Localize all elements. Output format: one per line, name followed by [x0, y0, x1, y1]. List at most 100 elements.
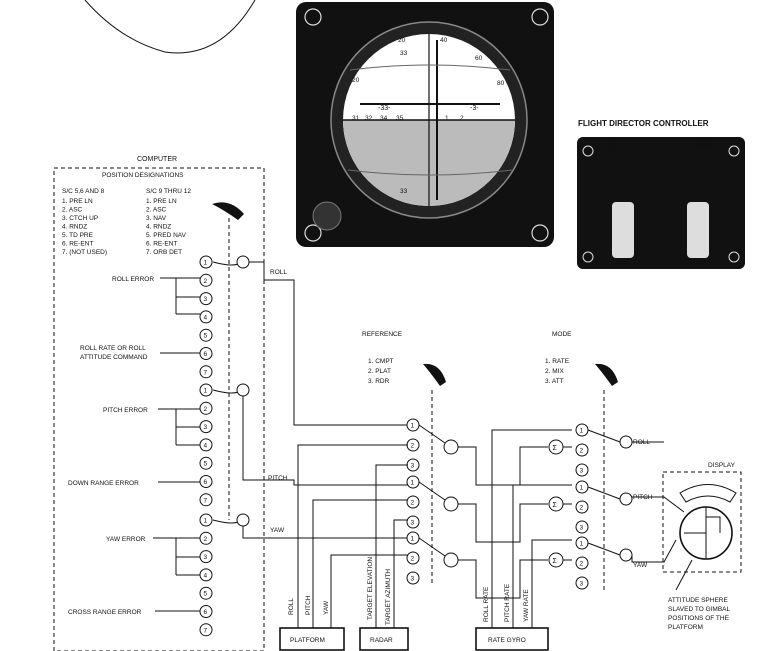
ball-mark: 33	[400, 50, 408, 57]
reference-contact-number: 3	[411, 576, 415, 583]
mode-knob-icon	[595, 363, 618, 386]
pitch-line-label: PITCH	[268, 475, 288, 482]
position-contact	[199, 383, 213, 397]
mode-item: 2. MIX	[545, 368, 564, 375]
pitch-mode-common	[619, 492, 633, 506]
mode-contact-number: 3	[580, 525, 584, 532]
screw-icon	[531, 8, 549, 26]
reference-item: 1. CMPT	[368, 358, 394, 365]
designation-item: 4. RNDZ	[62, 224, 87, 231]
ball-mark: 1	[445, 115, 449, 122]
display-note: PLATFORM	[668, 624, 703, 631]
display-note: SLAVED TO GIMBAL	[668, 606, 731, 613]
roll-output-node	[236, 255, 250, 269]
screw-icon	[582, 145, 594, 157]
screw-icon	[531, 224, 549, 242]
pitch-output-node	[236, 383, 250, 397]
scale-mark: 40	[440, 37, 448, 44]
position-contact	[199, 438, 213, 452]
reference-item: 3. RDR	[368, 378, 390, 385]
source-line-label: TARGET AZIMUTH	[385, 569, 392, 625]
mode-contact-number: 1	[580, 541, 584, 548]
flight-director-controller: REF MODE PLAT RDR CMPT MIX RATE ATT	[577, 137, 745, 269]
ref-position: RDR	[600, 189, 614, 196]
screw-icon	[304, 224, 322, 242]
reference-contact-number: 2	[411, 443, 415, 450]
position-contact	[199, 328, 213, 342]
mode-contact-number: 2	[580, 505, 584, 512]
designation-item: 4. RNDZ	[146, 224, 171, 231]
position-contact	[199, 365, 213, 379]
designation-item: 2. ASC	[62, 207, 83, 214]
position-number: 7	[204, 497, 208, 504]
roll-mode-common	[619, 435, 633, 449]
mode-position: MIX	[694, 181, 706, 188]
rotary-knob-icon	[212, 202, 244, 220]
reference-contact-number: 1	[411, 480, 415, 487]
ball-mark: 33	[400, 188, 408, 195]
ball-mark: 2	[460, 115, 464, 122]
ref-position: PLAT	[617, 181, 633, 188]
mode-label: MODE	[693, 143, 714, 150]
mode-contact	[575, 443, 589, 457]
position-number: 4	[204, 314, 208, 321]
mode-contact-number: 3	[580, 581, 584, 588]
scale-mark: 60	[475, 55, 483, 62]
knob-icon	[312, 201, 342, 231]
position-number: 4	[204, 572, 208, 579]
position-number: 7	[204, 627, 208, 634]
ref-switch[interactable]	[612, 202, 634, 258]
mode-switch[interactable]	[687, 202, 709, 258]
mode-contact-number: 1	[580, 485, 584, 492]
reference-contact-number: 3	[411, 520, 415, 527]
designation-item: 3. CTCH UP	[62, 215, 98, 222]
position-contact	[199, 568, 213, 582]
position-contact	[199, 273, 213, 287]
position-number: 6	[204, 351, 208, 358]
controller-panel	[577, 137, 745, 269]
designation-item: 3. NAV	[146, 215, 167, 222]
position-number: 3	[204, 296, 208, 303]
ball-mark: -33-	[378, 105, 391, 112]
position-contact	[199, 292, 213, 306]
reference-contact-number: 1	[411, 423, 415, 430]
position-number: 6	[204, 609, 208, 616]
source-line-label: PITCH	[305, 595, 312, 615]
designation-item: 5. PRED NAV	[146, 232, 187, 239]
position-contact	[199, 310, 213, 324]
position-number: 5	[204, 461, 208, 468]
partial-curve	[84, 0, 256, 54]
mode-contact	[575, 576, 589, 590]
fdai-instrument: 33 31 32 34 35 1 2 33 -33- -3- 20 20 40 …	[296, 2, 554, 247]
ball-mark: -3-	[470, 105, 479, 112]
position-number: 2	[204, 536, 208, 543]
yaw-mode-common	[619, 548, 633, 562]
reference-contact	[406, 515, 420, 529]
mode-item: 1. RATE	[545, 358, 570, 365]
ball-mark: 34	[380, 115, 388, 122]
reference-contact-number: 3	[411, 463, 415, 470]
yaw-reference-common	[443, 552, 459, 568]
position-contact	[199, 456, 213, 470]
computer-title: COMPUTER	[137, 156, 177, 163]
scale-mark: 80	[497, 80, 505, 87]
mode-contact	[575, 463, 589, 477]
reference-knob-icon	[423, 363, 446, 386]
mode-contact	[575, 556, 589, 570]
designation-item: 6. RE-ENT	[62, 241, 93, 248]
position-contact	[199, 586, 213, 600]
signal-label: ROLL ERROR	[112, 276, 154, 283]
designation-item: 6. RE-ENT	[146, 241, 177, 248]
mode-title: MODE	[552, 331, 572, 338]
reference-contact	[406, 495, 420, 509]
signal-label: DOWN RANGE ERROR	[68, 480, 139, 487]
platform-label: PLATFORM	[290, 637, 325, 644]
position-contact	[199, 420, 213, 434]
scale-mark: 20	[352, 77, 360, 84]
screw-icon	[728, 251, 740, 263]
screw-icon	[304, 8, 322, 26]
signal-label: YAW ERROR	[106, 536, 146, 543]
designation-item: 5. TD PRE	[62, 232, 94, 239]
position-number: 2	[204, 278, 208, 285]
